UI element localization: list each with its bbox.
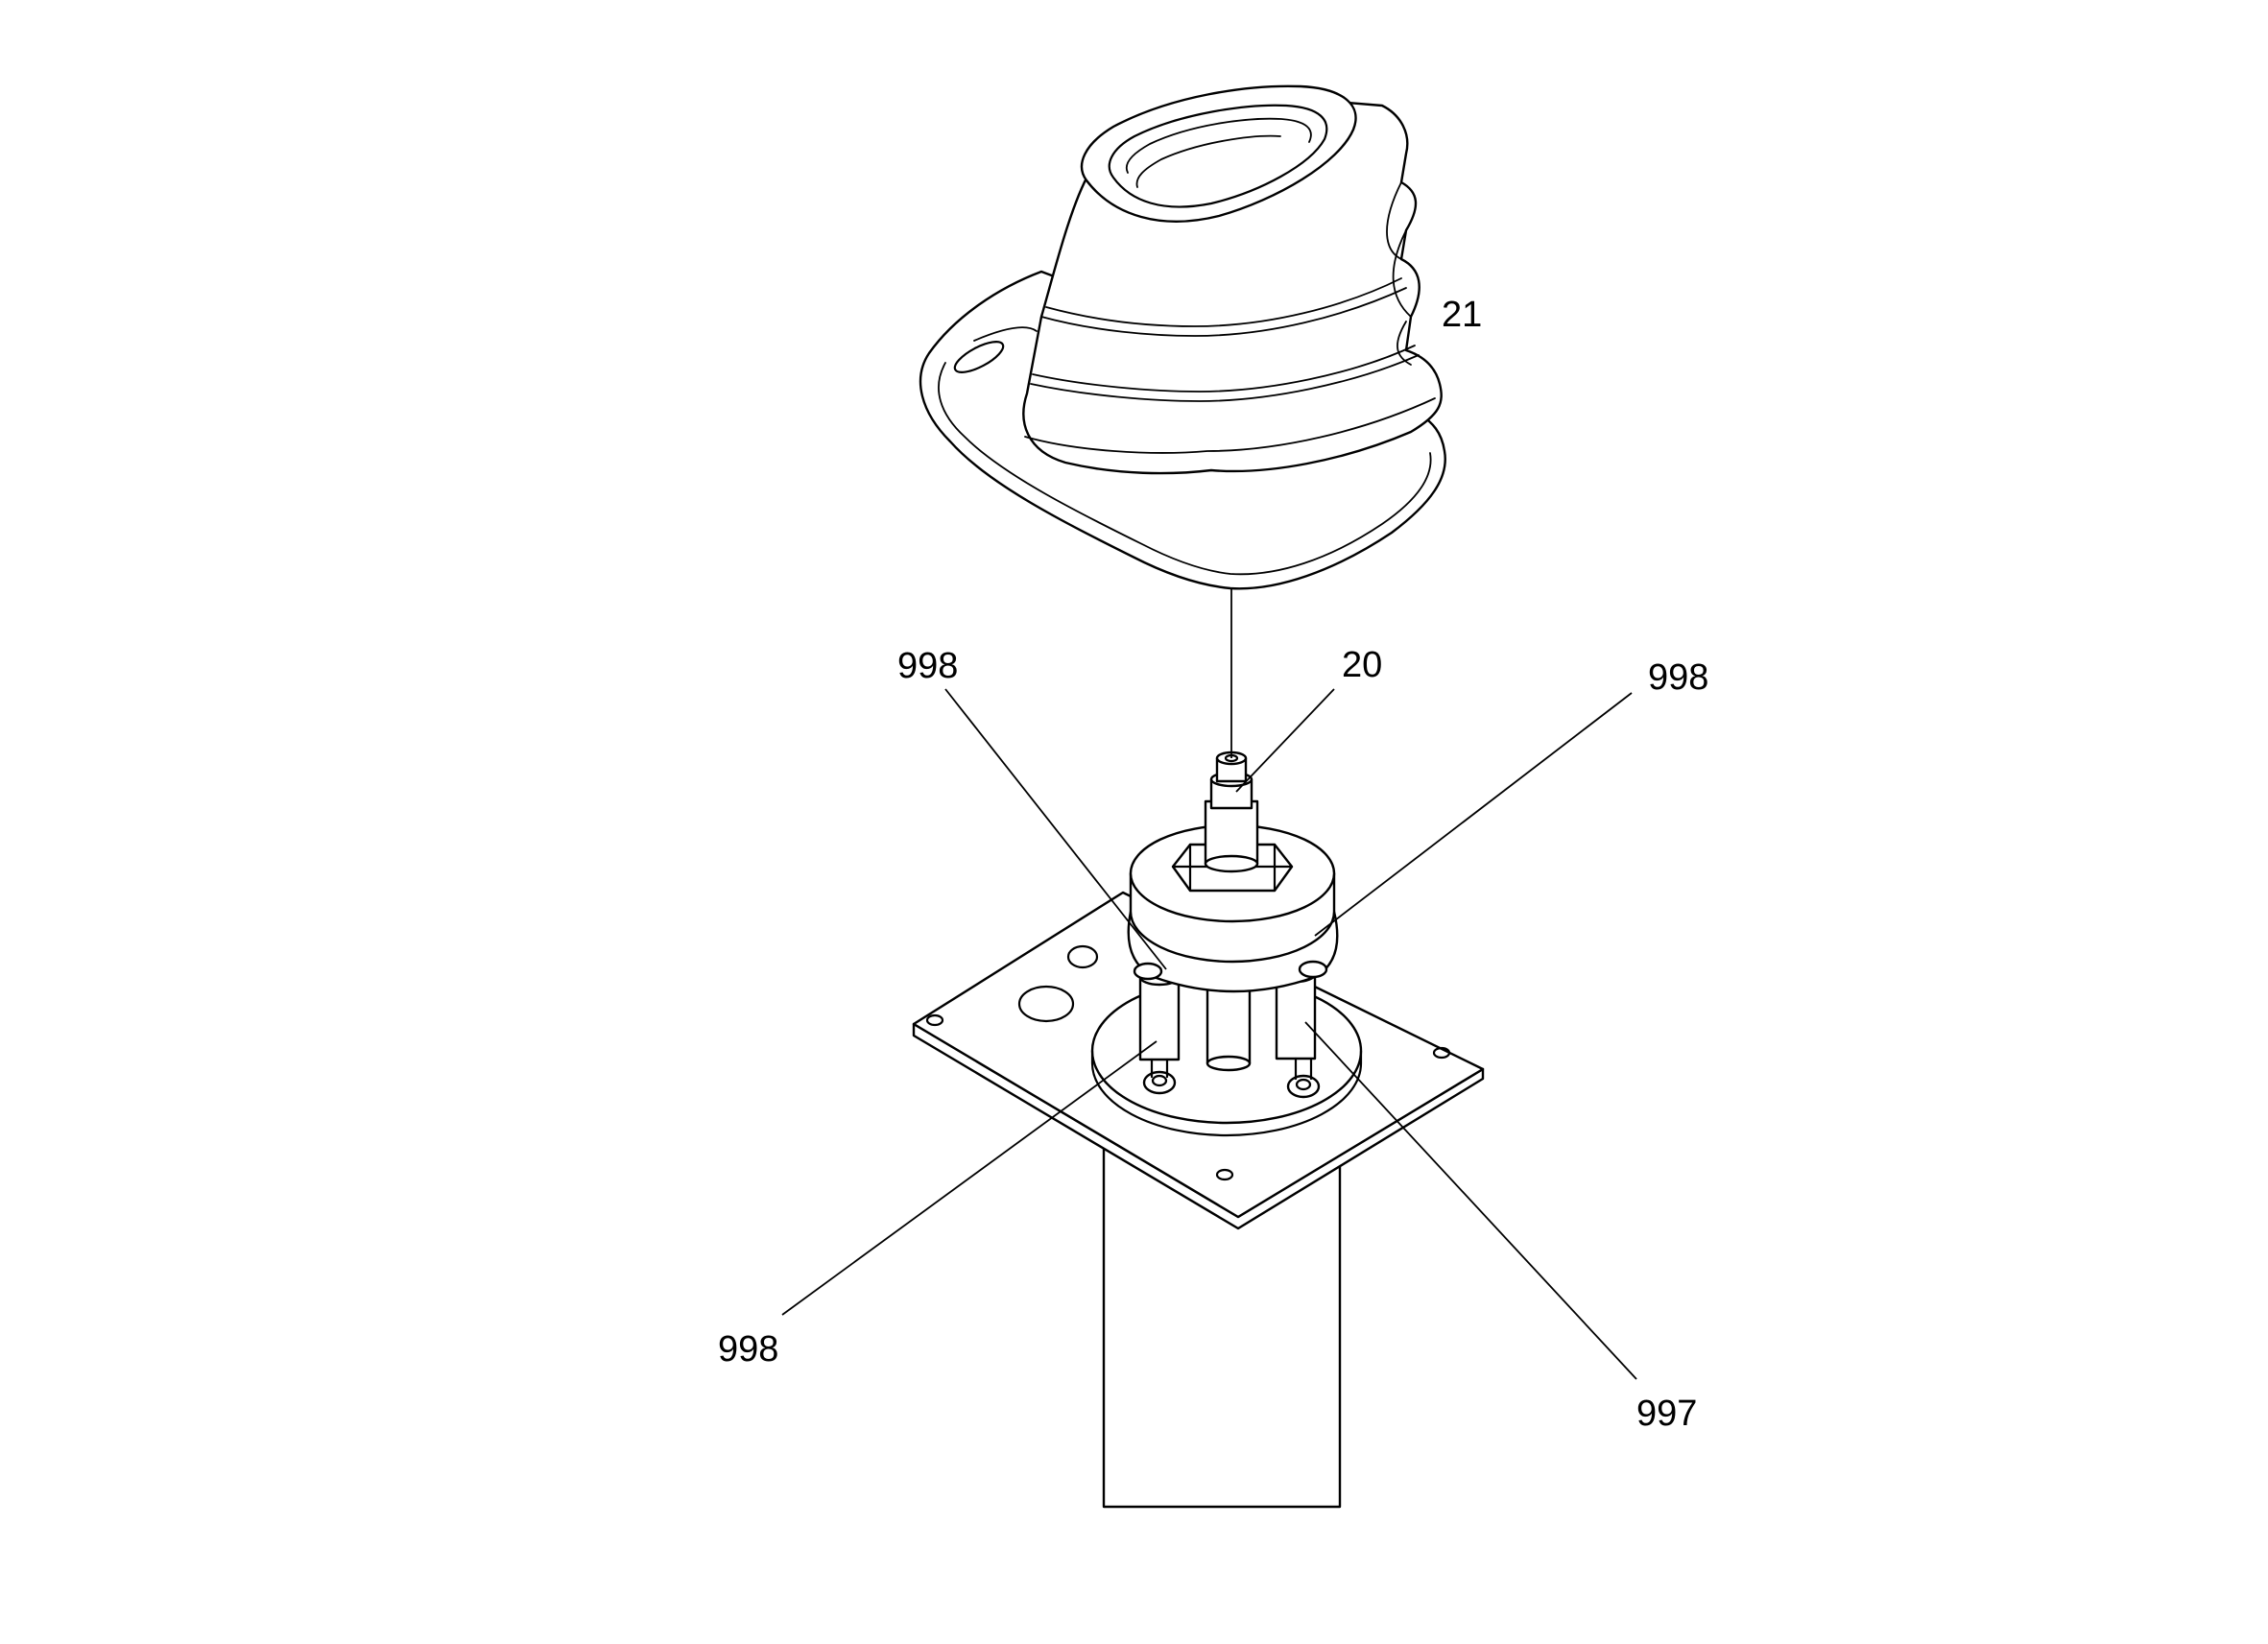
gimbal-cap: [1127, 823, 1339, 993]
spring-post-right: [1275, 965, 1321, 1099]
label-bottom-right-spring: 997: [1636, 1394, 1697, 1434]
label-shaft: 20: [1342, 645, 1382, 685]
leader-top-left: [944, 688, 1167, 970]
leader-bottom-left: [781, 1040, 1158, 1316]
rubber-boot: [919, 84, 1446, 590]
leader-top-right: [1314, 692, 1633, 937]
leader-lines: [781, 688, 1637, 1380]
shaft: [1204, 751, 1259, 873]
label-boot: 21: [1442, 295, 1482, 335]
label-top-left-spring: 998: [897, 646, 958, 686]
leader-bottom-right: [1304, 1021, 1637, 1380]
leader-shaft: [1235, 688, 1335, 793]
callout-labels: 21 20 998 998 998 997: [718, 295, 1708, 1434]
spring-post-center: [1206, 977, 1252, 1072]
label-bottom-left-spring: 998: [718, 1329, 778, 1370]
label-top-right-spring: 998: [1648, 657, 1708, 698]
